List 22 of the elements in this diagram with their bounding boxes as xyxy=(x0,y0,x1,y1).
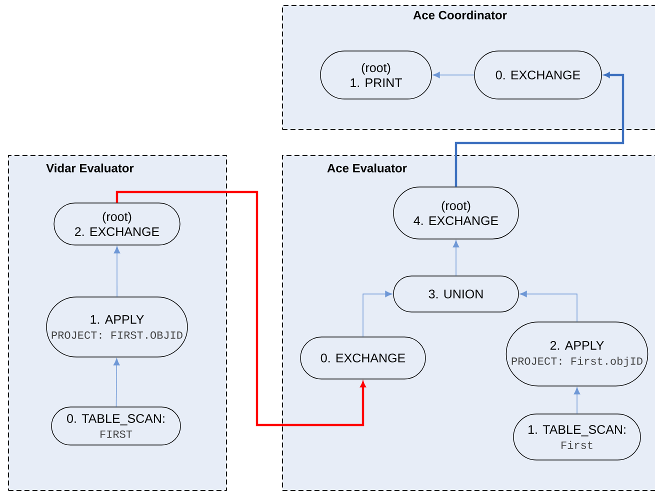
arrow xyxy=(520,290,578,322)
operator-box: 1. TABLE_SCAN: First xyxy=(513,414,641,460)
operator-box: (root) 4. EXCHANGE xyxy=(393,186,519,240)
arrow xyxy=(452,240,460,276)
arrow xyxy=(432,72,474,78)
arrow xyxy=(114,246,120,297)
operator-box: (root) 2. EXCHANGE xyxy=(54,202,180,246)
arrow xyxy=(574,387,580,414)
operator-box: 1. APPLY PROJECT: FIRST.OBJID xyxy=(46,296,188,358)
arrow xyxy=(362,290,392,337)
panel-heading: Vidar Evaluator xyxy=(46,164,134,172)
operator-box: (root) 1. PRINT xyxy=(320,50,432,100)
operator-box: 0. EXCHANGE xyxy=(474,50,602,100)
panel-heading: Ace Evaluator xyxy=(327,164,407,172)
arrow xyxy=(113,358,120,407)
operator-box: 2. APPLY PROJECT: First.objID xyxy=(506,322,648,386)
operator-box: 3. UNION xyxy=(393,276,519,312)
operator-box: 0. EXCHANGE xyxy=(300,336,426,380)
arrow xyxy=(454,72,624,187)
arrow xyxy=(116,190,366,426)
operator-box: 0. TABLE_SCAN: FIRST xyxy=(51,406,181,446)
panel-heading: Ace Coordinator xyxy=(413,10,507,20)
